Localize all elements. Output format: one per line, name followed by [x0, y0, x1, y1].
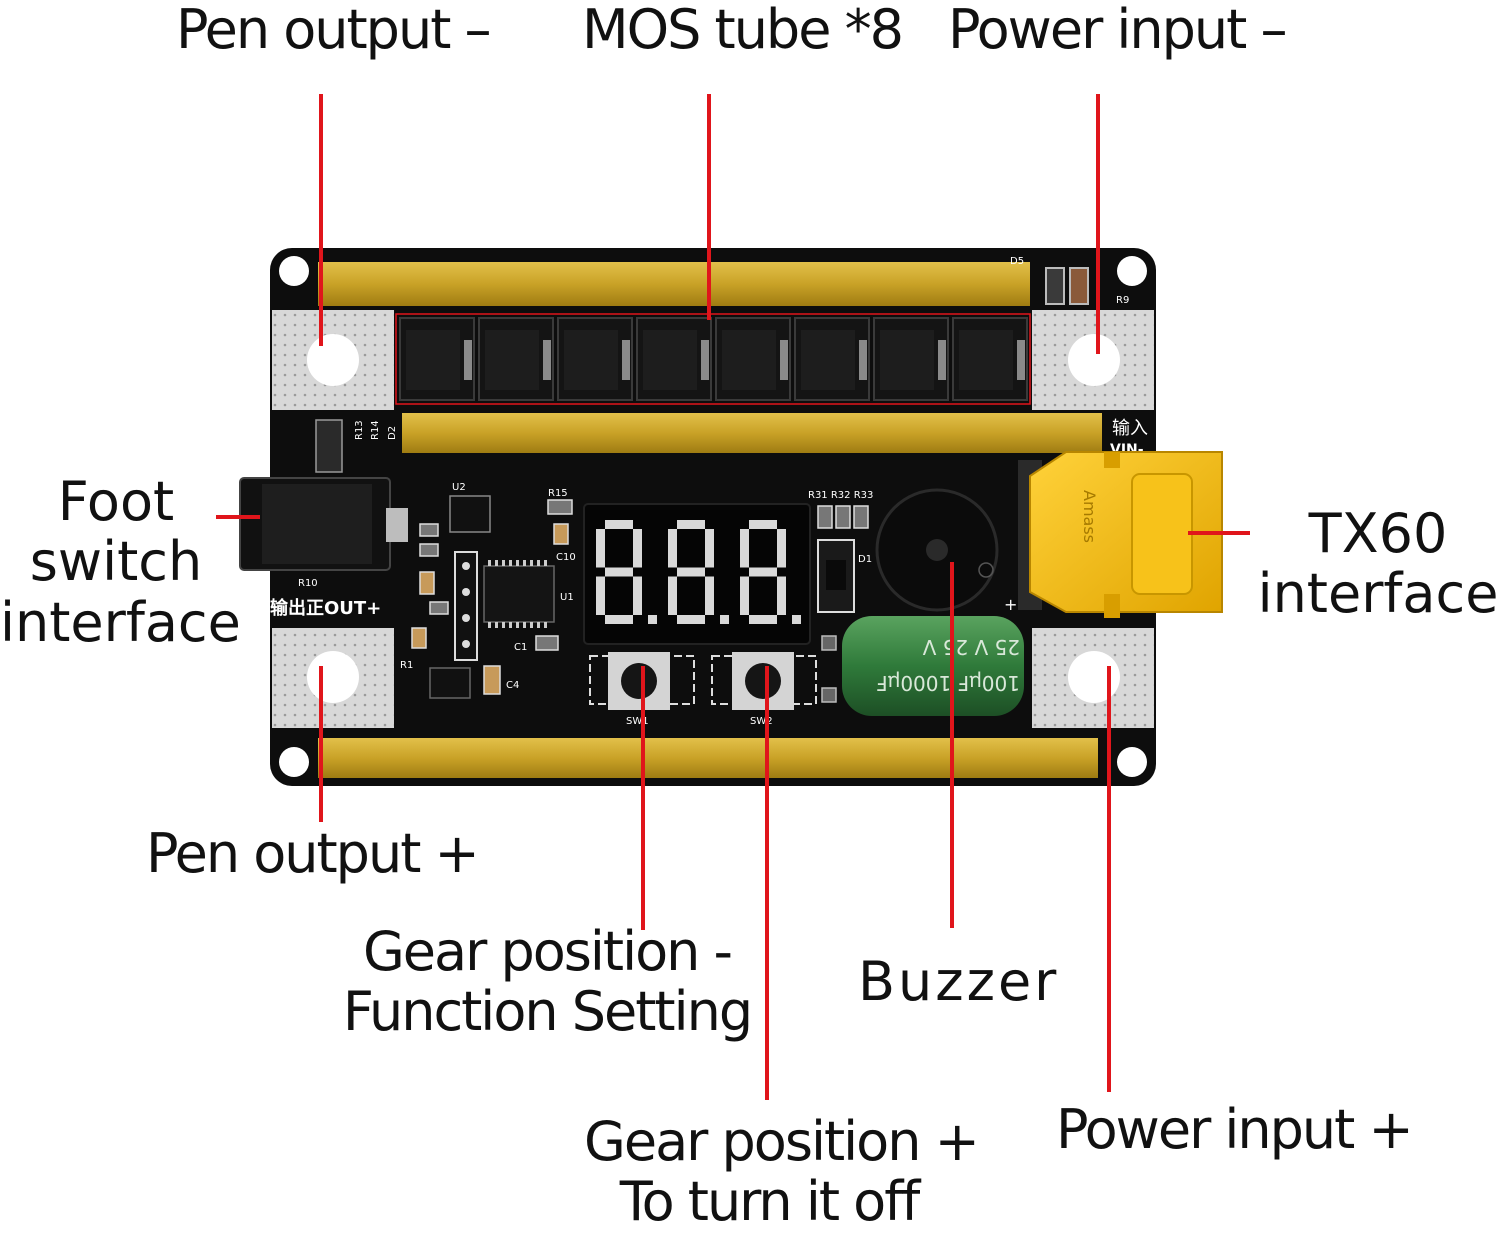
label-foot-switch-line2: switch	[29, 530, 203, 594]
mos-tube	[557, 317, 633, 401]
label-gear-minus-line1: Gear position -	[362, 920, 733, 983]
gold-bar-top	[318, 262, 1030, 306]
mos-tube	[399, 317, 475, 401]
silk-c1: C1	[514, 642, 527, 653]
chip-u2	[449, 495, 491, 533]
silk-r10: R10	[298, 578, 318, 589]
pin-header	[454, 551, 478, 661]
leader-pen-output-plus	[319, 666, 323, 822]
buzzer	[875, 488, 999, 612]
silk-input: 输入	[1112, 418, 1148, 439]
label-power-input-plus: Power input +	[1056, 1098, 1414, 1161]
label-tx60-line2: interface	[1257, 562, 1499, 626]
label-power-input-minus: Power input –	[948, 0, 1287, 61]
seven-segment-digit	[668, 520, 729, 624]
seven-segment-digit	[740, 520, 801, 624]
leader-buzzer	[950, 562, 954, 928]
pad-pen-minus	[272, 310, 394, 410]
smd-left-top	[315, 419, 343, 473]
electrolytic-capacitor: 25 V 25 V 100µF 1000µF	[842, 616, 1024, 716]
silk-r1: R1	[400, 660, 413, 671]
silk-c10: C10	[556, 552, 576, 563]
mos-tube	[715, 317, 791, 401]
leader-gear-minus	[641, 666, 645, 930]
label-mos-tube: MOS tube *8	[582, 0, 904, 61]
label-pen-output-plus: Pen output +	[146, 822, 480, 885]
silk-u2: U2	[452, 482, 466, 493]
leader-foot-switch	[216, 515, 260, 519]
seven-segment-digit	[596, 520, 657, 624]
leader-power-input-minus	[1096, 94, 1100, 354]
gold-bar-middle	[402, 413, 1102, 453]
pad-power-minus	[1032, 310, 1154, 410]
silk-d1: D1	[858, 554, 872, 565]
display-segments	[596, 520, 801, 624]
mos-outline	[395, 313, 1031, 405]
chip-u1	[483, 565, 555, 623]
mount-hole	[1117, 747, 1147, 777]
label-gear-plus: Gear position + To turn it off	[584, 1110, 980, 1234]
silk-out-plus: 输出正OUT+	[270, 597, 381, 619]
switch-sw1	[589, 652, 695, 710]
smd-r9	[1069, 267, 1089, 305]
silk-plus: +	[1004, 595, 1017, 614]
leader-power-input-plus	[1107, 666, 1111, 1092]
silk-r31-33: R31 R32 R33	[808, 490, 873, 501]
smd-d5	[1045, 267, 1065, 305]
silk-r13: R13	[354, 420, 365, 440]
cap-text-1: 25 V 25 V	[922, 635, 1020, 659]
label-tx60-line1: TX60	[1308, 502, 1448, 565]
leader-gear-plus	[765, 666, 769, 1100]
mos-tube	[636, 317, 712, 401]
silk-d5: D5	[1010, 256, 1024, 267]
silk-sw2: SW2	[750, 716, 773, 727]
mount-hole	[279, 256, 309, 286]
label-buzzer: Buzzer	[858, 950, 1060, 1013]
label-pen-output-minus: Pen output –	[176, 0, 492, 61]
leader-mos-tube	[707, 94, 711, 320]
silk-u1: U1	[560, 592, 574, 603]
connector-brand: Amass	[1080, 490, 1099, 543]
label-gear-minus-line2: Function Setting	[342, 980, 753, 1044]
dc-jack-foot-switch	[239, 477, 408, 571]
silk-r15: R15	[548, 488, 568, 499]
cap-text-2: 100µF 1000µF	[876, 671, 1020, 695]
label-gear-plus-line2: To turn it off	[619, 1170, 920, 1234]
mount-hole	[279, 747, 309, 777]
label-foot-switch-line3: interface	[0, 590, 241, 654]
label-tx60: TX60 interface	[1256, 502, 1500, 626]
silk-r9: R9	[1116, 295, 1129, 306]
mos-tube	[873, 317, 949, 401]
label-foot-switch: Foot switch interface	[0, 470, 241, 654]
label-foot-switch-line1: Foot	[57, 470, 175, 533]
leader-pen-output-minus	[319, 94, 323, 346]
silk-r14: R14	[370, 420, 381, 440]
silk-c4: C4	[506, 680, 519, 691]
pad-power-plus	[1032, 628, 1154, 728]
leader-tx60	[1188, 531, 1250, 535]
mos-tubes	[399, 317, 1028, 401]
switch-sw2	[711, 652, 817, 710]
label-gear-plus-line1: Gear position +	[584, 1110, 980, 1173]
silk-sw1: SW1	[626, 716, 649, 727]
mount-hole	[1117, 256, 1147, 286]
mos-tube	[478, 317, 554, 401]
silk-d2: D2	[387, 426, 398, 440]
mos-tube	[952, 317, 1028, 401]
label-gear-minus: Gear position - Function Setting	[340, 920, 754, 1044]
mos-tube	[794, 317, 870, 401]
chip-u1-pins	[488, 560, 547, 628]
gold-bar-bottom	[318, 738, 1098, 778]
pad-pen-plus	[272, 628, 394, 728]
tx60-connector: Amass	[1018, 451, 1223, 618]
